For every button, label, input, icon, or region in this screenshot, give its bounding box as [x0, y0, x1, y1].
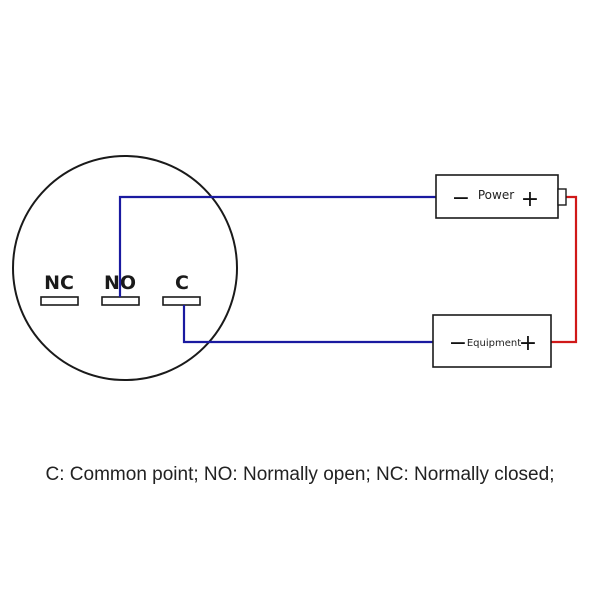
power-plus-sign: + [521, 187, 539, 212]
terminal-c-label: C [175, 272, 189, 294]
switch-body-circle [12, 155, 238, 381]
equipment-minus-sign: − [449, 331, 467, 356]
terminal-nc-pad [40, 296, 79, 306]
equipment-label: Equipment [467, 338, 521, 349]
terminal-c-pad [162, 296, 201, 306]
terminal-no-pad [101, 296, 140, 306]
power-minus-sign: − [452, 186, 470, 211]
terminal-nc-label: NC [44, 272, 74, 294]
equipment-plus-sign: + [519, 331, 537, 356]
wire-power-to-equipment-positive [551, 195, 578, 344]
wire-c-to-equipment [182, 305, 433, 344]
legend-caption: C: Common point; NO: Normally open; NC: … [45, 464, 555, 485]
power-box: − Power + [435, 174, 567, 219]
equipment-box: − Equipment + [432, 314, 552, 368]
power-label: Power [478, 188, 514, 202]
wire-no-to-power [118, 195, 436, 297]
power-terminal-cap [557, 188, 567, 206]
